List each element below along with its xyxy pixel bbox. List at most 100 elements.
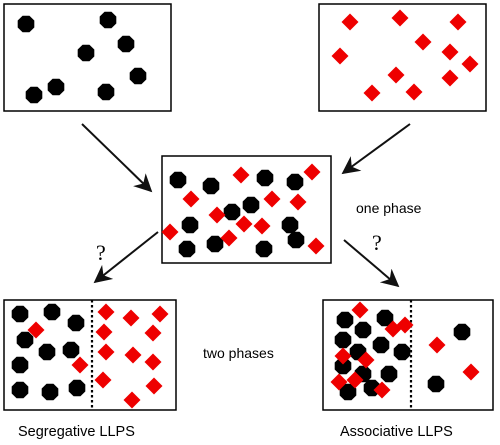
black-particle-icon xyxy=(286,173,304,191)
red-particle-icon xyxy=(253,217,271,235)
red-particle-icon xyxy=(232,166,250,184)
black-particle-icon xyxy=(11,305,29,323)
arrow-black-to-mixed xyxy=(81,123,153,193)
black-particle-icon xyxy=(372,336,390,354)
red-particle-icon xyxy=(144,324,162,342)
red-particle-icon xyxy=(428,336,446,354)
red-particle-icon xyxy=(208,206,226,224)
red-particle-icon xyxy=(97,343,115,361)
red-particle-icon xyxy=(351,301,369,319)
red-particle-icon xyxy=(341,13,359,31)
two-phases-label: two phases xyxy=(203,345,274,361)
black-particle-icon xyxy=(169,171,187,189)
red-particle-icon xyxy=(334,347,352,365)
associative-llps-label: Associative LLPS xyxy=(340,424,453,440)
black-particle-icon xyxy=(393,343,411,361)
box-mixed-one-phase xyxy=(161,155,332,264)
red-particle-icon xyxy=(94,371,112,389)
black-particle-icon xyxy=(181,216,199,234)
black-particle-icon xyxy=(68,379,86,397)
associative-particle-group xyxy=(330,301,480,401)
red-particle-icon xyxy=(461,55,479,73)
red-particle-icon xyxy=(161,223,179,241)
black-particle-icon xyxy=(16,331,34,349)
black-particle-icon xyxy=(336,311,354,329)
black-particle-icon xyxy=(256,169,274,187)
red-particle-icon xyxy=(71,356,89,374)
black-particle-icon xyxy=(242,196,260,214)
segregative-particle-group xyxy=(11,303,169,409)
black-particle-icon xyxy=(427,375,445,393)
one-phase-label: one phase xyxy=(356,200,422,216)
red-particle-icon xyxy=(391,9,409,27)
black-particle-group xyxy=(17,11,147,104)
red-particle-icon xyxy=(235,215,253,233)
red-particle-icon xyxy=(330,373,348,391)
red-particle-icon xyxy=(449,13,467,31)
red-particle-icon xyxy=(357,351,375,369)
red-particle-icon xyxy=(263,190,281,208)
red-particle-icon xyxy=(462,363,480,381)
black-particle-icon xyxy=(77,44,95,62)
question-mark-left: ? xyxy=(96,240,106,265)
box-segregative xyxy=(3,299,177,411)
red-particle-icon xyxy=(123,391,141,409)
black-particle-icon xyxy=(354,321,372,339)
red-particle-icon xyxy=(307,237,325,255)
black-particle-icon xyxy=(11,381,29,399)
black-particle-icon xyxy=(41,383,59,401)
segregative-llps-label: Segregative LLPS xyxy=(18,424,135,440)
red-particle-icon xyxy=(220,229,238,247)
black-particle-icon xyxy=(255,240,273,258)
black-particle-icon xyxy=(99,11,117,29)
black-particle-icon xyxy=(281,216,299,234)
box-red-particles xyxy=(318,3,487,112)
red-particle-icon xyxy=(151,305,169,323)
arrow-red-to-mixed xyxy=(341,123,411,175)
red-particle-icon xyxy=(441,69,459,87)
red-particle-icon xyxy=(145,377,163,395)
black-particle-icon xyxy=(339,383,357,401)
red-particle-icon xyxy=(303,163,321,181)
red-particle-icon xyxy=(289,193,307,211)
black-particle-icon xyxy=(376,309,394,327)
red-particle-icon xyxy=(95,323,113,341)
red-particle-icon xyxy=(331,47,349,65)
black-particle-icon xyxy=(97,83,115,101)
box-black-particles xyxy=(3,3,172,112)
red-particle-icon xyxy=(441,43,459,61)
black-particle-icon xyxy=(223,203,241,221)
red-particle-icon xyxy=(124,346,142,364)
black-particle-icon xyxy=(47,78,65,96)
red-particle-icon xyxy=(414,33,432,51)
red-particle-icon xyxy=(97,303,115,321)
black-particle-icon xyxy=(38,343,56,361)
black-particle-icon xyxy=(178,240,196,258)
black-particle-icon xyxy=(380,365,398,383)
mixed-particle-group xyxy=(161,163,325,258)
black-particle-icon xyxy=(25,86,43,104)
question-mark-right: ? xyxy=(372,230,382,255)
box-associative xyxy=(322,299,494,411)
black-particle-icon xyxy=(11,356,29,374)
black-particle-icon xyxy=(17,15,35,33)
black-particle-icon xyxy=(129,67,147,85)
black-particle-icon xyxy=(287,231,305,249)
black-particle-icon xyxy=(117,35,135,53)
red-particle-icon xyxy=(405,83,423,101)
black-particle-icon xyxy=(206,235,224,253)
red-particle-icon xyxy=(182,190,200,208)
arrow-mixed-to-associative xyxy=(343,239,400,288)
black-particle-icon xyxy=(43,303,61,321)
red-particle-icon xyxy=(396,316,414,334)
black-particle-icon xyxy=(67,314,85,332)
red-particle-icon xyxy=(373,381,391,399)
red-particle-icon xyxy=(27,321,45,339)
black-particle-icon xyxy=(334,331,352,349)
black-particle-icon xyxy=(334,357,352,375)
red-particle-icon xyxy=(346,371,364,389)
red-particle-icon xyxy=(387,66,405,84)
arrow-mixed-to-segregative xyxy=(93,231,159,284)
